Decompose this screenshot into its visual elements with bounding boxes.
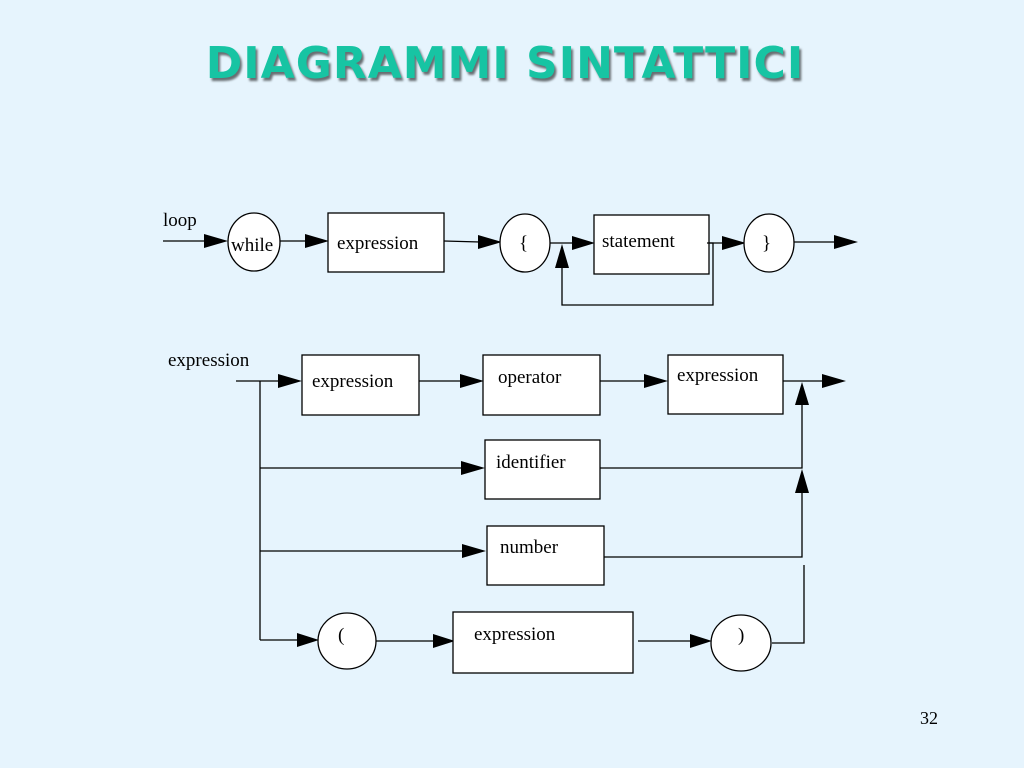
expression-paren-node: [452, 611, 634, 674]
close-paren-to-exit-line: [772, 565, 805, 644]
loop-entry-arrow: [204, 234, 228, 248]
identifier-to-exit-arrow: [795, 382, 809, 405]
expression-entry-arrow: [278, 374, 302, 388]
loop-expression-node-label: expression: [337, 233, 419, 254]
statement-repeat-arrow: [555, 244, 569, 268]
while-node-label: while: [231, 235, 273, 256]
trunk-to-number-arrow: [462, 544, 486, 558]
expression-right-node-label: expression: [677, 365, 759, 386]
identifier-node: [484, 439, 601, 500]
open-paren-node: [317, 612, 377, 670]
loop-exit-arrow: [834, 235, 858, 249]
close-paren-node-label: ): [738, 625, 744, 646]
close-brace-node-label: }: [762, 233, 771, 254]
identifier-node-label: identifier: [496, 452, 566, 473]
loop-expression-node: [327, 212, 445, 273]
identifier-to-exit-line: [600, 405, 803, 469]
operator-to-expression-arrow: [644, 374, 668, 388]
paren-to-expression-arrow: [433, 634, 455, 648]
statement-node-label: statement: [602, 231, 676, 252]
number-to-exit-arrow: [795, 469, 809, 493]
expression-to-close-paren-arrow: [690, 634, 712, 648]
expression-paren-node-label: expression: [474, 624, 556, 645]
while-to-expression-arrow: [305, 234, 329, 248]
statement-to-close-brace-arrow: [722, 236, 746, 250]
operator-node-label: operator: [498, 367, 562, 388]
number-node-label: number: [500, 537, 559, 558]
slide-title: DIAGRAMMI SINTATTICI: [205, 38, 805, 89]
close-paren-node: [710, 614, 772, 672]
expression-right-node: [667, 354, 784, 415]
expression-to-brace-arrow: [478, 235, 502, 249]
expression-diagram-name: expression: [168, 350, 250, 371]
trunk-to-identifier-arrow: [461, 461, 485, 475]
expression-left-node: [301, 354, 420, 416]
trunk-to-paren-arrow: [297, 633, 319, 647]
open-paren-node-label: (: [338, 625, 344, 646]
expression-exit-arrow: [822, 374, 846, 388]
expression-left-node-label: expression: [312, 371, 394, 392]
expression-to-operator-arrow: [460, 374, 484, 388]
while-node: [227, 212, 281, 272]
close-brace-node: [743, 213, 795, 273]
number-node: [486, 525, 605, 586]
expression-to-brace-line: [443, 240, 481, 243]
operator-node: [482, 354, 601, 416]
page-number: 32: [920, 708, 938, 728]
number-to-exit-line: [604, 493, 803, 558]
expression-diagram: expression expression operator expressio…: [168, 350, 846, 674]
loop-diagram-name: loop: [163, 210, 197, 231]
open-brace-node-label: {: [519, 233, 528, 254]
loop-diagram: loop while expression { statement }: [163, 210, 858, 306]
brace-to-statement-arrow: [572, 236, 595, 250]
statement-node: [593, 214, 710, 275]
